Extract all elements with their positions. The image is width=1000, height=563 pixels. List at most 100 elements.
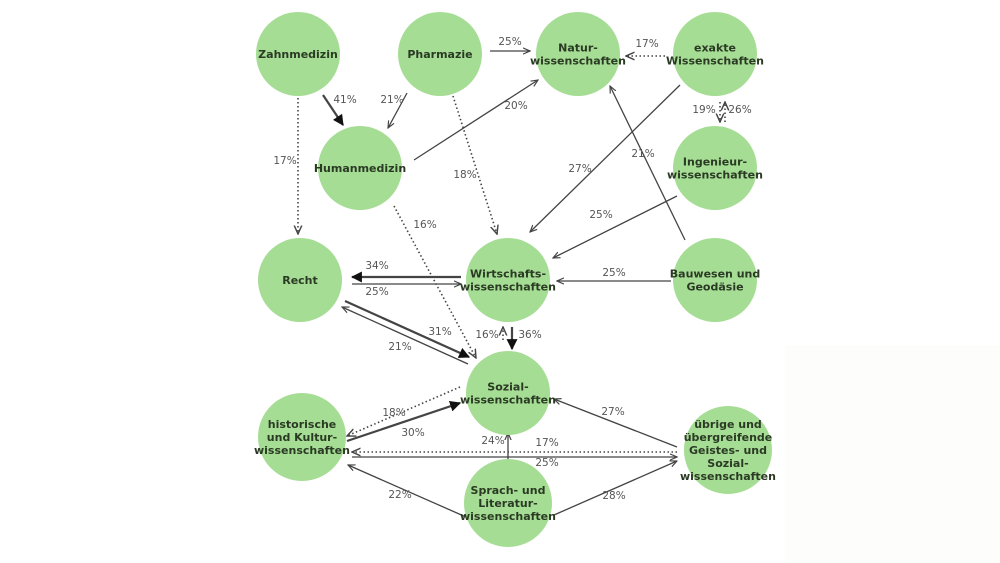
edge-historisch-to-sozial	[346, 400, 462, 443]
node-circle	[673, 12, 757, 96]
edge-label-sozial-to-wirtschaft: 16%	[475, 329, 498, 341]
node-label-line: wissenschaften	[530, 55, 626, 68]
node-wirtschaft: Wirtschafts-wissenschaften	[460, 238, 556, 322]
edge-bauwesen-to-natur	[610, 86, 686, 241]
node-circle	[398, 12, 482, 96]
edge-label-exakte-to-wirtschaft: 27%	[568, 163, 591, 175]
node-label-line: Recht	[282, 274, 318, 287]
node-label-line: Bauwesen und	[670, 268, 760, 281]
edge-label-sozial-to-historisch: 18%	[382, 407, 405, 419]
edge-label-recht-to-wirtschaft: 25%	[365, 286, 388, 298]
node-label-line: Wissenschaften	[666, 55, 764, 68]
node-circle	[318, 126, 402, 210]
node-label-line: historische	[268, 418, 337, 431]
node-label-line: und Kultur-	[267, 431, 337, 444]
node-circle	[684, 406, 772, 494]
edge-label-sprach-to-historisch: 22%	[388, 489, 411, 501]
edge-recht-to-sozial	[344, 299, 471, 359]
node-label-line: Literatur-	[478, 497, 537, 510]
edge-label-exakte-to-natur: 17%	[635, 38, 658, 50]
nodes-layer: Zahnmedizin Pharmazie Natur-wissenschaften…	[254, 12, 776, 547]
edge-sozial-to-recht	[342, 307, 469, 365]
node-label-line: Ingenieur-	[683, 156, 747, 169]
edge-label-bauwesen-to-wirtschaft: 25%	[602, 267, 625, 279]
edge-label-sprach-to-sozial: 24%	[481, 435, 504, 447]
node-label-line: exakte	[694, 42, 736, 55]
node-label-line: Geistes- und	[689, 444, 767, 457]
node-humanmedizin: Humanmedizin	[314, 126, 406, 210]
node-zahnmedizin: Zahnmedizin	[256, 12, 340, 96]
node-label-line: Geodäsie	[686, 281, 743, 294]
edge-label-wirtschaft-to-recht: 34%	[365, 260, 388, 272]
edges-layer	[298, 51, 725, 518]
node-label-line: wissenschaften	[460, 394, 556, 407]
node-label-line: wissenschaften	[254, 444, 350, 457]
node-label-line: Humanmedizin	[314, 162, 406, 175]
node-label-line: Pharmazie	[407, 48, 472, 61]
edge-label-uebrige-to-historisch: 17%	[535, 437, 558, 449]
edge-label-zahnmedizin-to-humanmedizin: 41%	[333, 94, 356, 106]
edge-label-pharmazie-to-humanmedizin: 21%	[380, 94, 403, 106]
node-label-line: Sozial-	[487, 381, 528, 394]
edge-label-wirtschaft-to-sozial: 36%	[518, 329, 541, 341]
edge-uebrige-to-sozial	[554, 399, 678, 448]
edge-sprach-to-historisch	[348, 465, 467, 518]
node-circle	[256, 12, 340, 96]
node-label-line: wissenschaften	[667, 169, 763, 182]
edge-label-uebrige-to-sozial: 27%	[601, 406, 624, 418]
node-label-line: Zahnmedizin	[258, 48, 338, 61]
node-label-line: wissenschaften	[680, 470, 776, 483]
background-panel	[785, 345, 1000, 563]
edge-label-exakte-to-ingenieur: 19%	[692, 104, 715, 116]
edge-pharmazie-to-wirtschaft	[452, 95, 497, 234]
edge-label-ingenieur-to-exakte: 26%	[728, 104, 751, 116]
edge-label-zahnmedizin-to-recht: 17%	[273, 155, 296, 167]
edge-label-pharmazie-to-natur: 25%	[498, 36, 521, 48]
node-sozial: Sozial-wissenschaften	[460, 351, 556, 435]
edge-label-historisch-to-uebrige: 25%	[535, 457, 558, 469]
node-label-line: wissenschaften	[460, 281, 556, 294]
edge-sozial-to-historisch	[347, 386, 461, 436]
node-circle	[464, 459, 552, 547]
edge-label-pharmazie-to-wirtschaft: 18%	[453, 169, 476, 181]
edge-sprach-to-uebrige	[553, 461, 677, 516]
edge-label-bauwesen-to-natur: 21%	[631, 148, 654, 160]
edge-label-humanmedizin-to-sozial: 16%	[413, 219, 436, 231]
edge-label-humanmedizin-to-natur: 20%	[504, 100, 527, 112]
edge-pharmazie-to-humanmedizin	[388, 92, 408, 128]
node-pharmazie: Pharmazie	[398, 12, 482, 96]
node-label-line: Sozial-	[707, 457, 748, 470]
node-circle	[258, 238, 342, 322]
node-label-line: Natur-	[558, 42, 598, 55]
node-label-line: übergreifende	[684, 431, 773, 444]
edge-label-historisch-to-sozial: 30%	[401, 427, 424, 439]
node-circle	[466, 238, 550, 322]
edge-label-recht-to-sozial: 31%	[428, 326, 451, 338]
node-ingenieur: Ingenieur-wissenschaften	[667, 126, 763, 210]
node-circle	[466, 351, 550, 435]
edge-humanmedizin-to-sozial	[393, 205, 476, 358]
node-circle	[258, 393, 346, 481]
edge-label-ingenieur-to-wirtschaft: 25%	[589, 209, 612, 221]
edge-zahnmedizin-to-humanmedizin	[322, 94, 344, 126]
edge-label-sprach-to-uebrige: 28%	[602, 490, 625, 502]
node-label-line: Sprach- und	[471, 484, 546, 497]
edge-humanmedizin-to-natur	[413, 80, 538, 161]
node-circle	[673, 238, 757, 322]
edge-label-sozial-to-recht: 21%	[388, 341, 411, 353]
node-recht: Recht	[258, 238, 342, 322]
edge-labels-layer: 25% 17% 41% 21% 20% 17% 18% 19% 26% 27% 21% 25% 16% 3…	[273, 36, 751, 502]
edge-ingenieur-to-wirtschaft	[553, 195, 678, 258]
node-circle	[536, 12, 620, 96]
edge-exakte-to-wirtschaft	[530, 84, 681, 232]
node-label-line: wissenschaften	[460, 510, 556, 523]
node-label-line: übrige und	[694, 418, 762, 431]
node-natur: Natur-wissenschaften	[530, 12, 626, 96]
node-label-line: Wirtschafts-	[470, 268, 546, 281]
